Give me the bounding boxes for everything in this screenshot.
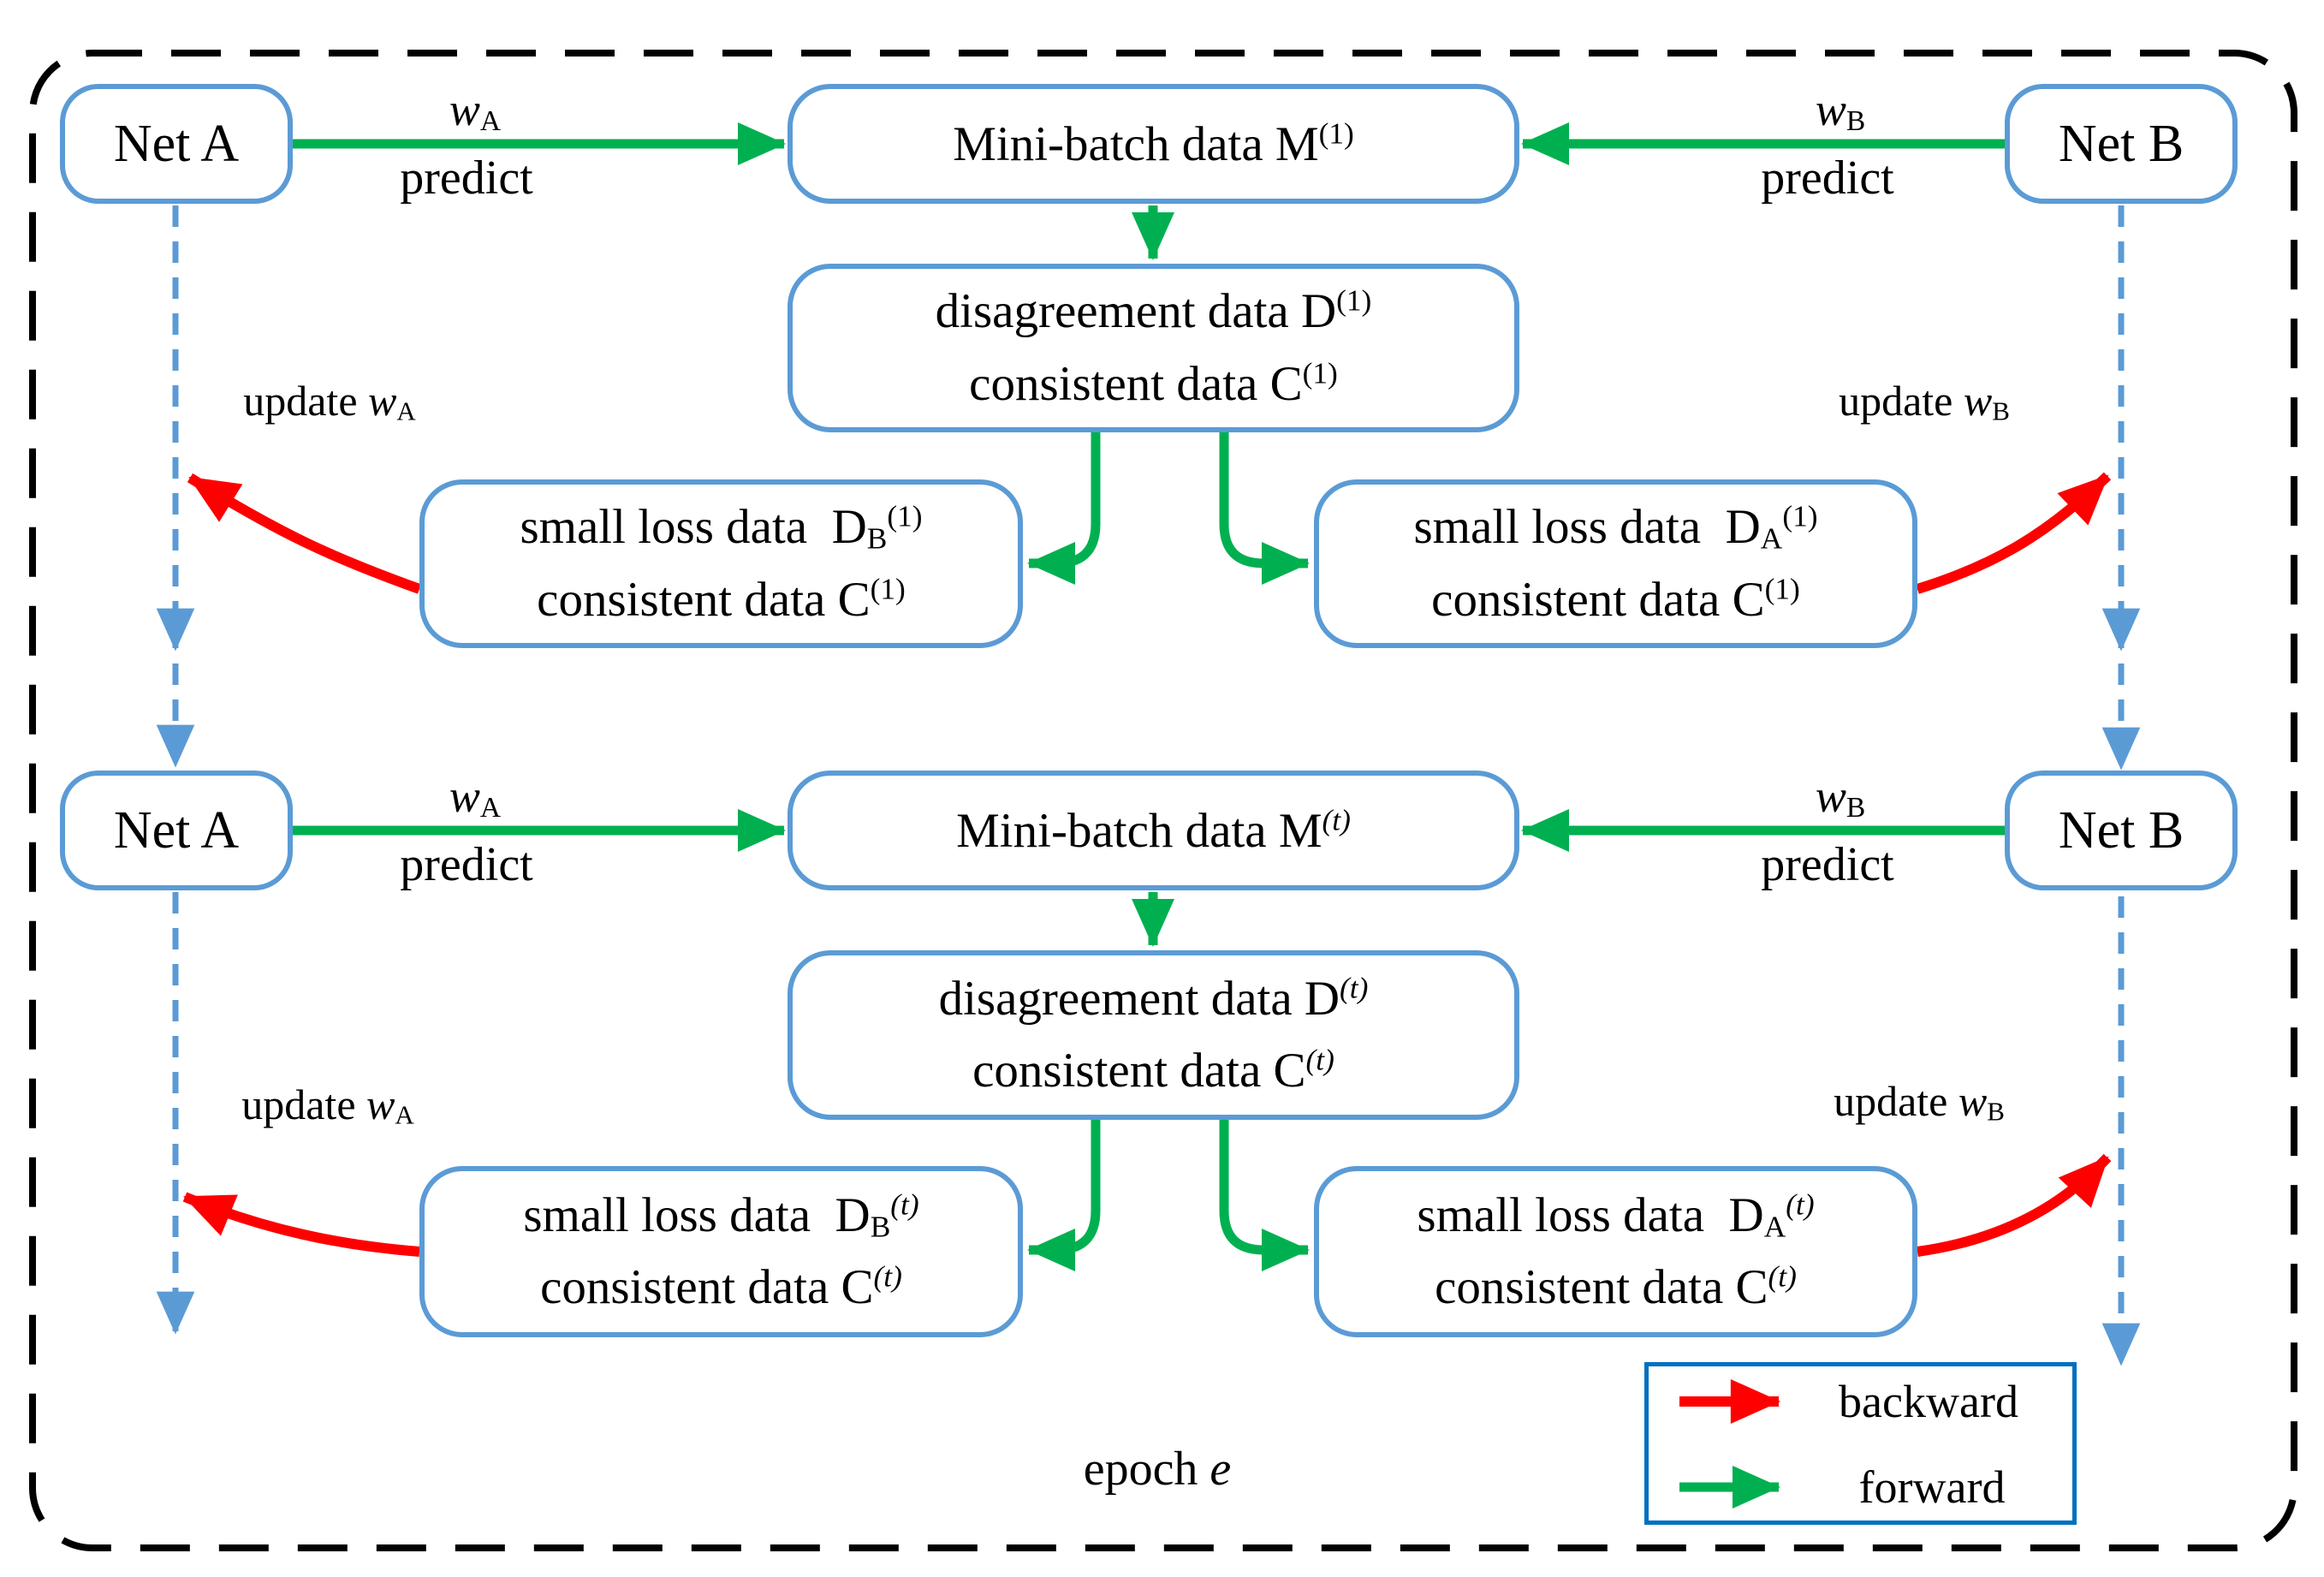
epoch-label: epoch e [1083, 1443, 1232, 1496]
minibatch-box-1: Mini-batch data M(1) [788, 84, 1519, 204]
backward-arrow-update-wb-2 [1917, 1153, 2112, 1257]
legend-forward-label: forward [1858, 1461, 2006, 1513]
outer-dashed-border [29, 50, 2297, 1551]
small-loss-b-box-1: small loss data DB(1) consistent data C(… [419, 479, 1023, 648]
net-a-box-2: Net A [60, 771, 293, 890]
disagreement-line1-2: disagreement data D(t) [938, 971, 1369, 1026]
update-w-a-label-1: update wA [243, 377, 416, 426]
net-b-box-1: Net B [2005, 84, 2238, 204]
edge-label-predict-b-2: predict [1761, 838, 1894, 891]
net-a-box-1: Net A [60, 84, 293, 204]
small-loss-a-box-2: small loss data DA(t) consistent data C(… [1314, 1166, 1917, 1337]
disagreement-box-1: disagreement data D(1) consistent data C… [788, 264, 1519, 432]
backward-arrow-update-wb-1 [1916, 472, 2112, 594]
disagreement-line2-1: consistent data C(1) [969, 356, 1338, 411]
small-loss-a-box-1: small loss data DA(1) consistent data C(… [1314, 479, 1917, 648]
small-loss-a-line1-2: small loss data DA(t) [1417, 1187, 1815, 1243]
forward-connector-to-small-loss-b-1 [1027, 432, 1101, 585]
small-loss-b-line2-1: consistent data C(1) [537, 572, 906, 627]
net-b-box-2: Net B [2005, 771, 2238, 890]
edge-label-w-a-2: wA [449, 771, 502, 824]
small-loss-b-line1-1: small loss data DB(1) [520, 499, 923, 556]
update-w-a-label-2: update wA [241, 1080, 414, 1130]
small-loss-a-line1-1: small loss data DA(1) [1413, 499, 1818, 556]
edge-label-predict-b-1: predict [1761, 152, 1894, 205]
small-loss-b-line2-2: consistent data C(t) [540, 1259, 902, 1314]
small-loss-a-line2-1: consistent data C(1) [1431, 572, 1800, 627]
forward-connector-to-small-loss-a-2 [1219, 1119, 1310, 1271]
backward-arrow-update-wa-1 [187, 473, 422, 594]
edge-label-predict-a-2: predict [400, 838, 533, 891]
minibatch-box-2: Mini-batch data M(t) [788, 771, 1519, 890]
update-w-b-label-1: update wB [1839, 377, 2010, 426]
small-loss-b-box-2: small loss data DB(t) consistent data C(… [419, 1166, 1023, 1337]
update-w-b-label-2: update wB [1834, 1077, 2005, 1127]
small-loss-b-line1-2: small loss data DB(t) [523, 1187, 919, 1243]
minibatch-label-2: Mini-batch data M(t) [956, 803, 1351, 858]
backward-arrow-update-wa-2 [182, 1192, 420, 1257]
forward-connector-to-small-loss-b-2 [1027, 1119, 1101, 1271]
edge-label-w-a-1: wA [449, 84, 502, 138]
net-a-label-2: Net A [113, 800, 240, 860]
forward-connector-to-small-loss-a-1 [1219, 432, 1310, 585]
net-b-label-1: Net B [2058, 114, 2184, 173]
legend-backward-label: backward [1839, 1376, 2018, 1427]
disagreement-box-2: disagreement data D(t) consistent data C… [788, 950, 1519, 1120]
edge-label-w-b-1: wB [1815, 84, 1866, 138]
edge-label-predict-a-1: predict [400, 152, 533, 205]
disagreement-line1-1: disagreement data D(1) [935, 283, 1372, 339]
net-b-label-2: Net B [2058, 800, 2184, 860]
small-loss-a-line2-2: consistent data C(t) [1435, 1259, 1797, 1314]
minibatch-label-1: Mini-batch data M(1) [953, 116, 1354, 171]
net-a-label-1: Net A [113, 114, 240, 173]
disagreement-line2-2: consistent data C(t) [972, 1043, 1334, 1098]
legend-box [1644, 1362, 2077, 1525]
edge-label-w-b-2: wB [1815, 771, 1866, 824]
